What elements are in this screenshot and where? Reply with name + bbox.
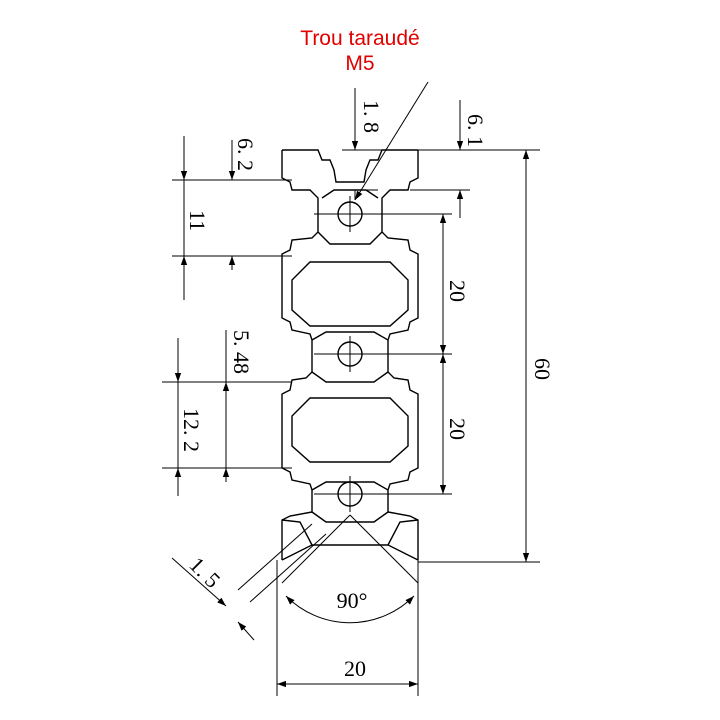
top-slot xyxy=(282,149,418,183)
dim-20-lower-label: 20 xyxy=(445,418,470,440)
dim-90-label: 90° xyxy=(337,588,368,613)
dim-5-48-label: 5. 48 xyxy=(229,330,254,374)
right-wall xyxy=(381,150,419,560)
dim-1-8-label: 1. 8 xyxy=(359,100,384,133)
dim-11-label: 11 xyxy=(185,210,210,231)
center-holes xyxy=(314,196,386,512)
dim-60: 60 xyxy=(418,150,555,563)
dim-20-upper: 20 xyxy=(386,213,470,355)
left-wall xyxy=(281,150,319,560)
web-mid xyxy=(311,331,389,383)
dim-90-degree: 90° xyxy=(281,514,419,624)
dim-20-upper-label: 20 xyxy=(445,280,470,302)
annotation-line-2: M5 xyxy=(345,52,374,75)
dim-6-1-label: 6. 1 xyxy=(463,114,488,147)
dim-1-5: 1. 5 xyxy=(171,523,327,641)
dim-1-5-label: 1. 5 xyxy=(184,552,225,593)
tapped-hole-annotation: Trou taraudé M5 xyxy=(300,27,429,201)
lower-cavity xyxy=(291,397,409,463)
dim-11: 11 xyxy=(180,136,210,300)
dim-6-2: 6. 2 xyxy=(172,138,292,270)
annotation-line-1: Trou taraudé xyxy=(300,27,419,50)
dim-20-bottom-label: 20 xyxy=(344,656,366,681)
annotation-leader xyxy=(354,81,429,201)
dim-12-2-label: 12. 2 xyxy=(179,408,204,452)
bottom-slot xyxy=(281,519,419,561)
upper-cavity xyxy=(291,261,409,327)
dim-5-48: 5. 48 xyxy=(162,330,292,482)
dim-20-lower: 20 xyxy=(386,354,470,495)
dim-1-8: 1. 8 xyxy=(342,88,418,200)
dim-12-2: 12. 2 xyxy=(174,338,204,496)
dim-6-1: 6. 1 xyxy=(410,100,540,218)
dim-60-label: 60 xyxy=(530,358,555,380)
dim-20-bottom: 20 xyxy=(276,560,419,696)
dim-6-2-label: 6. 2 xyxy=(233,138,258,171)
